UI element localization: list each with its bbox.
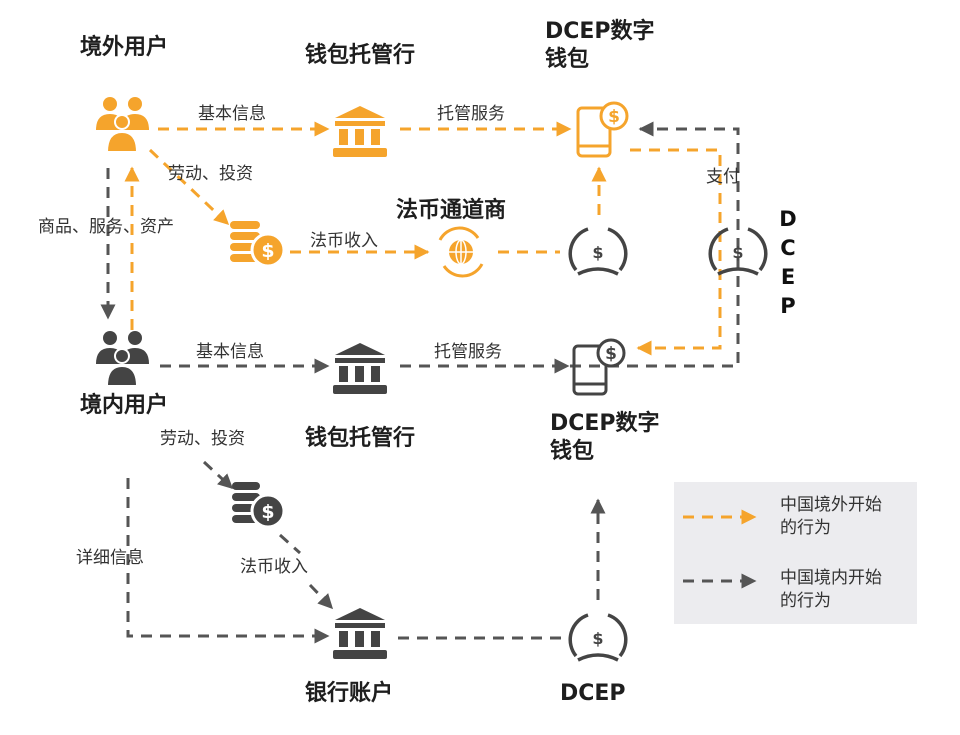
svg-text:$: $ xyxy=(605,344,617,364)
label-detail-info: 详细信息 xyxy=(76,548,144,568)
overseas-wallet-title-2: 钱包 xyxy=(545,47,590,72)
edge-pay-overseas xyxy=(630,148,722,356)
label-top-fiat-income: 法币收入 xyxy=(310,231,378,251)
legend-overseas-line1: 中国境外开始 xyxy=(780,495,882,515)
svg-text:$: $ xyxy=(261,240,274,262)
overseas-custodian-title: 钱包托管行 xyxy=(305,43,416,68)
legend-domestic-line1: 中国境内开始 xyxy=(780,568,882,588)
bank-account-title: 银行账户 xyxy=(305,681,394,706)
fiat-channel-globe-exchange-icon xyxy=(438,226,484,278)
svg-text:$: $ xyxy=(608,107,620,127)
domestic-custodian-title: 钱包托管行 xyxy=(305,426,416,451)
overseas-coins-dollar-icon: $ xyxy=(230,221,286,268)
label-top-labor: 劳动、投资 xyxy=(168,164,253,184)
overseas-users-icon xyxy=(96,97,149,153)
overseas-user-title: 境外用户 xyxy=(80,35,169,60)
svg-text:$: $ xyxy=(592,629,603,648)
dcep-bottom-dollar-icon: $ xyxy=(568,613,628,662)
dcep-mid-dollar-icon: $ xyxy=(568,227,628,276)
domestic-bank-icon xyxy=(333,343,387,394)
overseas-bank-icon xyxy=(333,106,387,157)
label-top-custody: 托管服务 xyxy=(437,104,505,124)
edge-domestic-user-to-coins xyxy=(202,460,234,490)
domestic-wallet-title-2: 钱包 xyxy=(550,439,595,464)
label-mid-custody: 托管服务 xyxy=(434,342,502,362)
legend-domestic-line2: 的行为 xyxy=(780,591,831,611)
legend-domestic-text: 中国境内开始 的行为 xyxy=(780,567,920,613)
label-goods: 商品、服务、资产 xyxy=(38,217,174,237)
dcep-letter: D xyxy=(779,207,797,231)
svg-text:$: $ xyxy=(592,243,603,262)
legend-box xyxy=(674,482,917,624)
edge-overseas-user-to-coins xyxy=(148,148,230,226)
edge-detail-info xyxy=(126,478,330,644)
overseas-mobile-wallet-icon: $ xyxy=(576,101,629,158)
domestic-wallet-title-1: DCEP数字 xyxy=(550,411,660,436)
dcep-vertical-label: D C E P xyxy=(778,205,798,321)
label-mid-basic-info: 基本信息 xyxy=(196,342,264,362)
edge-coins-to-bank xyxy=(278,533,302,555)
label-bottom-labor: 劳动、投资 xyxy=(160,429,245,449)
edge-pay-domestic xyxy=(570,121,740,368)
svg-text:$: $ xyxy=(732,243,743,262)
dcep-letter: P xyxy=(780,294,796,318)
dcep-right-dollar-icon: $ xyxy=(708,227,768,276)
domestic-users-icon xyxy=(96,331,149,387)
legend-overseas-line2: 的行为 xyxy=(780,518,831,538)
dcep-letter: C xyxy=(780,236,796,260)
fiat-channel-title: 法币通道商 xyxy=(396,198,507,223)
dcep-bottom-title: DCEP xyxy=(560,681,626,706)
bank-account-icon xyxy=(333,608,387,659)
overseas-wallet-title-1: DCEP数字 xyxy=(545,19,655,44)
edge-coins-to-bank-2 xyxy=(308,583,334,610)
domestic-coins-dollar-icon: $ xyxy=(232,482,286,529)
legend-overseas-text: 中国境外开始 的行为 xyxy=(780,494,920,540)
label-pay: 支付 xyxy=(706,167,740,187)
domestic-mobile-wallet-icon: $ xyxy=(572,338,626,396)
svg-text:$: $ xyxy=(261,501,274,523)
label-top-basic-info: 基本信息 xyxy=(198,104,266,124)
dcep-letter: E xyxy=(780,265,796,289)
domestic-user-title: 境内用户 xyxy=(80,393,169,418)
label-bottom-fiat-income: 法币收入 xyxy=(240,557,308,577)
